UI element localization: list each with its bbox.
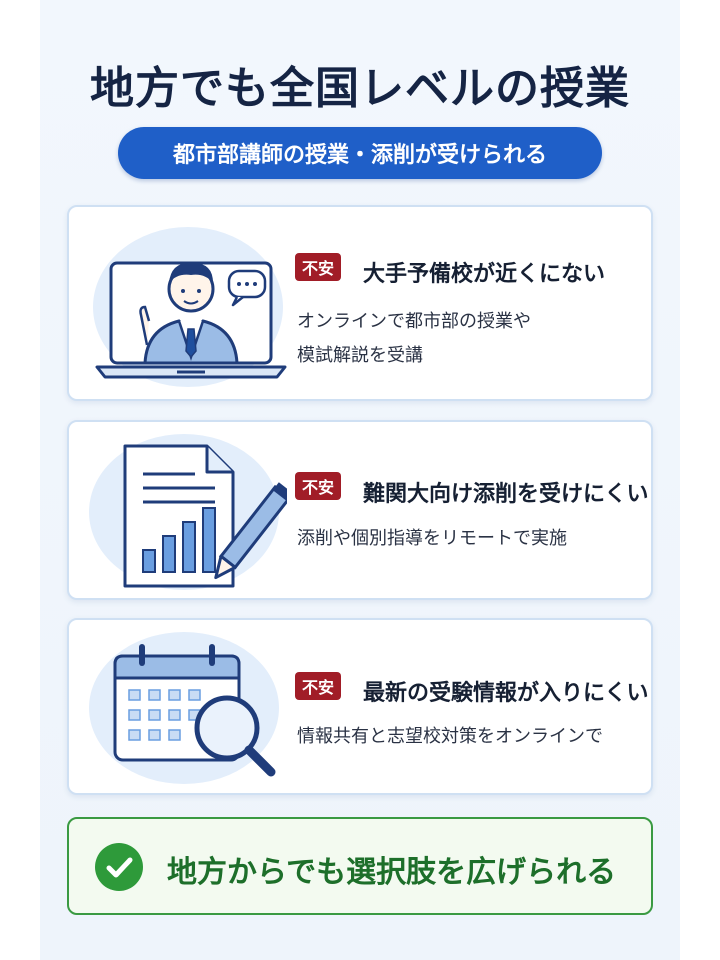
- card-description-line: オンラインで都市部の授業や: [297, 311, 531, 332]
- anxiety-tag: 不安: [295, 672, 342, 700]
- card-correction-access: 不安 難関大向け添削を受けにくい 添削や個別指導をリモートで実施: [67, 420, 653, 600]
- check-circle-icon: [95, 843, 143, 891]
- check-mark-icon: [106, 857, 133, 878]
- page-title: 地方でも全国レベルの授業: [90, 63, 630, 114]
- card-heading: 難関大向け添削を受けにくい: [363, 482, 649, 507]
- card-exam-info: 不安 最新の受験情報が入りにくい 情報共有と志望校対策をオンラインで: [67, 618, 653, 795]
- conclusion-text: 地方からでも選択肢を広げられる: [167, 855, 617, 890]
- card-heading: 大手予備校が近くにない: [363, 262, 606, 287]
- document-chart-pencil-icon: [123, 444, 287, 588]
- calendar-magnifier-icon: [113, 644, 276, 777]
- subtitle-pill: 都市部講師の授業・添削が受けられる: [118, 127, 602, 179]
- card-description-line: 添削や個別指導をリモートで実施: [297, 528, 567, 549]
- teacher-laptop-icon: [95, 261, 287, 379]
- card-heading: 最新の受験情報が入りにくい: [363, 681, 649, 706]
- anxiety-tag: 不安: [295, 253, 342, 281]
- card-description-line: 模試解説を受講: [297, 345, 423, 366]
- anxiety-tag: 不安: [295, 472, 342, 500]
- card-description-line: 情報共有と志望校対策をオンラインで: [297, 726, 603, 747]
- conclusion-banner: 地方からでも選択肢を広げられる: [67, 817, 653, 915]
- card-no-prep-school: 不安 大手予備校が近くにない オンラインで都市部の授業や 模試解説を受講: [67, 205, 653, 401]
